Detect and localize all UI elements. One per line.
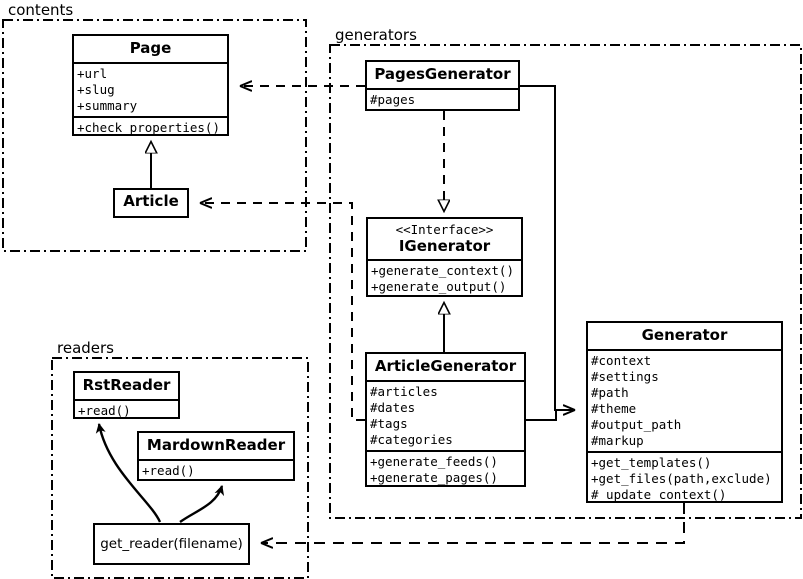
method-row: #_update_context() xyxy=(591,486,727,502)
class-attributes-articlegenerator: #articles #dates #tags #categories xyxy=(367,382,524,452)
class-title-generator: Generator xyxy=(588,323,781,351)
method-row: +generate_feeds() xyxy=(370,453,498,469)
class-box-pagesgenerator[interactable]: PagesGenerator #pages xyxy=(365,60,520,111)
method-row: +check_properties() xyxy=(77,119,220,135)
attribute-row: +summary xyxy=(77,97,138,113)
class-attributes-generator: #context #settings #path #theme #output_… xyxy=(588,351,781,453)
class-box-rstreader[interactable]: RstReader +read() xyxy=(73,371,180,419)
attribute-row: #theme xyxy=(591,400,637,416)
class-box-generator[interactable]: Generator #context #settings #path #them… xyxy=(586,321,783,503)
method-row: +generate_output() xyxy=(371,279,507,295)
class-stereotype-igenerator: <<Interface>> xyxy=(395,222,494,237)
attribute-row: #tags xyxy=(370,415,408,431)
function-label-get-reader: get_reader(filename) xyxy=(100,536,243,552)
function-box-get-reader[interactable]: get_reader(filename) xyxy=(93,523,250,565)
class-box-articlegenerator[interactable]: ArticleGenerator #articles #dates #tags … xyxy=(365,352,526,487)
package-label-readers: readers xyxy=(55,339,116,357)
class-title-rstreader: RstReader xyxy=(75,373,178,401)
class-methods-page: +check_properties() xyxy=(74,118,227,135)
class-box-page[interactable]: Page +url +slug +summary +check_properti… xyxy=(72,34,229,136)
class-title-page: Page xyxy=(74,36,227,64)
class-attributes-page: +url +slug +summary xyxy=(74,64,227,118)
class-title-igenerator: <<Interface>> IGenerator xyxy=(368,219,521,262)
class-title-mardownreader: MardownReader xyxy=(139,433,293,461)
method-row: +get_files(path,exclude) xyxy=(591,470,772,486)
attribute-row: +url xyxy=(77,65,108,81)
edge-generator-depends-getreader xyxy=(262,503,685,543)
edge-getreader-creates-mardownreader xyxy=(179,485,225,523)
attribute-row: #settings xyxy=(591,368,659,384)
class-title-pagesgenerator: PagesGenerator xyxy=(367,62,518,90)
edge-pagesgenerator-to-generator xyxy=(520,85,574,410)
class-name-igenerator: IGenerator xyxy=(398,236,491,255)
attribute-row: #pages xyxy=(370,91,416,107)
class-box-mardownreader[interactable]: MardownReader +read() xyxy=(137,431,295,481)
class-title-articlegenerator: ArticleGenerator xyxy=(367,354,524,382)
class-methods-articlegenerator: +generate_feeds() +generate_pages() xyxy=(367,452,524,485)
method-row: +generate_context() xyxy=(371,263,514,279)
package-label-contents: contents xyxy=(6,1,76,19)
attribute-row: #categories xyxy=(370,431,453,447)
edge-articlegenerator-depends-article xyxy=(201,203,365,421)
attribute-row: #path xyxy=(591,384,629,400)
attribute-row: +slug xyxy=(77,81,115,97)
class-methods-igenerator: +generate_context() +generate_output() xyxy=(368,261,521,295)
edge-articlegenerator-to-generator xyxy=(526,409,574,421)
class-methods-generator: +get_templates() +get_files(path,exclude… xyxy=(588,453,781,502)
attribute-row: #markup xyxy=(591,432,644,448)
class-methods-rstreader: +read() xyxy=(75,401,178,418)
attribute-row: #output_path xyxy=(591,416,682,432)
class-title-article: Article xyxy=(123,192,179,210)
attribute-row: #articles xyxy=(370,383,438,399)
method-row: +read() xyxy=(142,462,195,478)
attribute-row: #dates xyxy=(370,399,416,415)
package-label-generators: generators xyxy=(333,26,419,44)
method-row: +get_templates() xyxy=(591,454,712,470)
class-attributes-pagesgenerator: #pages xyxy=(367,90,518,109)
class-box-article[interactable]: Article xyxy=(113,188,189,218)
method-row: +read() xyxy=(78,402,131,418)
class-methods-mardownreader: +read() xyxy=(139,461,293,479)
method-row: +generate_pages() xyxy=(370,469,498,485)
class-box-igenerator[interactable]: <<Interface>> IGenerator +generate_conte… xyxy=(366,217,523,297)
attribute-row: #context xyxy=(591,352,652,368)
